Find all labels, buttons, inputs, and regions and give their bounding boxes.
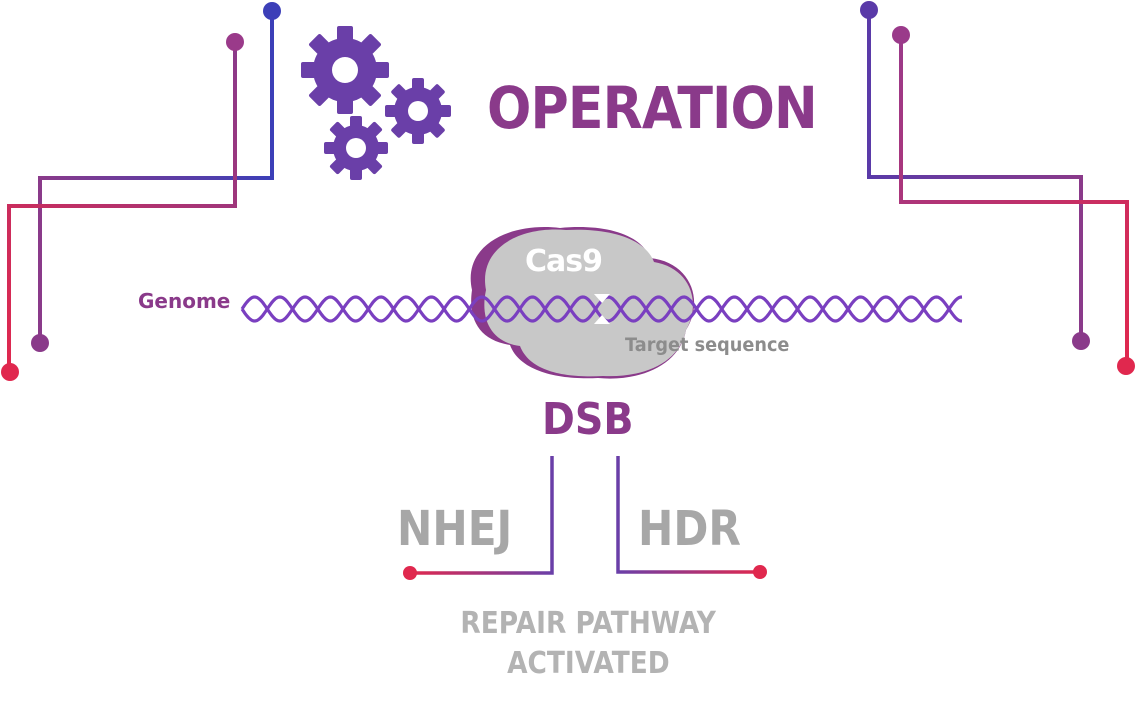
left-node-top-magenta (226, 33, 244, 51)
right-line-red (899, 35, 1129, 366)
genome-label: Genome (138, 289, 231, 313)
left-node-top-blue (263, 2, 281, 20)
nhej-label: NHEJ (397, 501, 513, 557)
target-sequence-label: Target sequence (625, 334, 790, 356)
nhej-node (403, 566, 417, 580)
left-line-red (7, 42, 237, 372)
left-circuit-lines (7, 12, 274, 372)
cut-site-icon (594, 294, 610, 324)
repair-pathway-line1: REPAIR PATHWAY (0, 606, 1137, 641)
nhej-branch-line (410, 456, 554, 575)
dsb-label: DSB (542, 394, 634, 445)
operation-title: OPERATION (487, 74, 818, 142)
hdr-branch-line (616, 456, 760, 574)
gears-icon (301, 26, 451, 180)
left-line-blue (38, 12, 274, 343)
cas9-body (484, 229, 693, 377)
repair-line1-text: REPAIR PATHWAY (460, 606, 717, 641)
hdr-node (753, 565, 767, 579)
left-node-bottom-red (1, 363, 19, 381)
right-node-bottom-magenta (1072, 332, 1090, 350)
right-node-top-purple (860, 1, 878, 19)
hdr-label: HDR (638, 501, 741, 557)
left-node-bottom-magenta (31, 334, 49, 352)
dsb-branch-lines (410, 456, 760, 575)
right-node-top-magenta (892, 26, 910, 44)
right-circuit-lines (867, 11, 1129, 366)
right-node-bottom-red (1117, 357, 1135, 375)
right-line-purple (867, 11, 1083, 341)
repair-pathway-line2: ACTIVATED (0, 646, 1137, 681)
repair-line2-text: ACTIVATED (507, 646, 670, 681)
cas9-label: Cas9 (525, 244, 603, 279)
cas9-protein-shape (470, 227, 695, 379)
